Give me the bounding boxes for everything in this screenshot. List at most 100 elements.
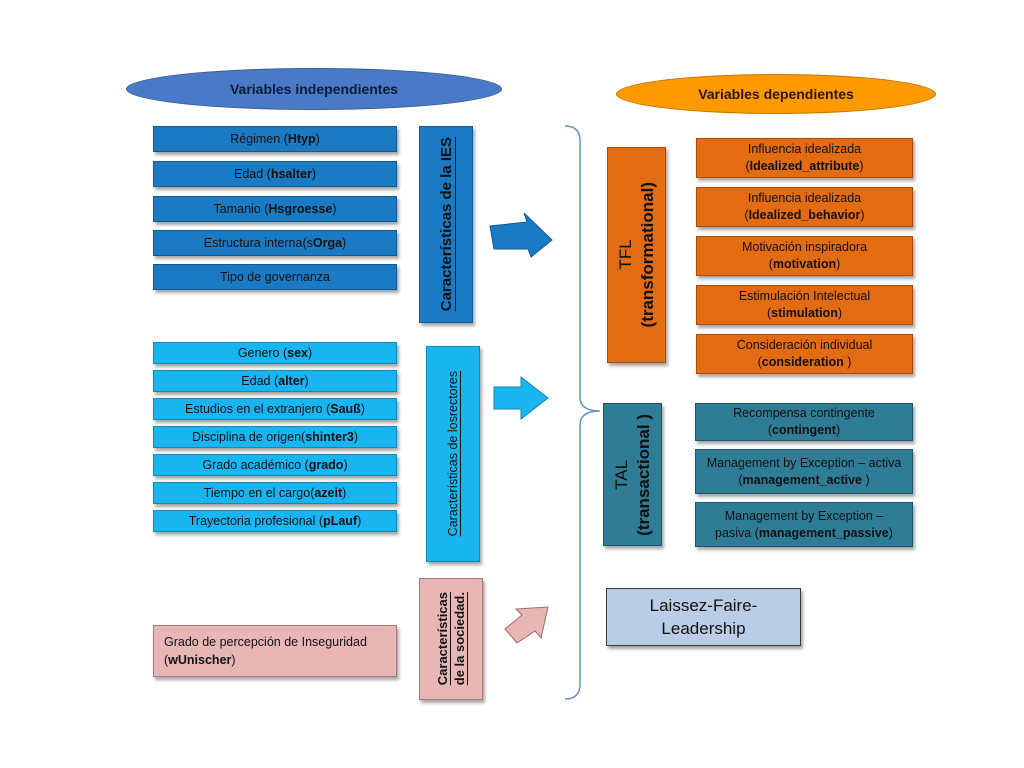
var-text: Tipo de governanza [219,269,331,284]
rector-var-azeit: Tiempo en el cargo(azeit) [153,482,397,504]
var-text: Edad ( [241,373,279,388]
var-text: Régimen ( [230,131,288,146]
tal-label-line1: TAL [611,459,631,490]
var-text: Disciplina de origen( [191,429,306,444]
var-code: motivation [772,257,837,271]
tal-var-contingent: Recompensa contingente (contingent) [695,403,913,441]
var-text: Grado de percepción de Inseguridad [164,635,367,649]
var-code: Idealized_attribute [749,159,860,173]
var-code: Htyp [287,131,316,146]
tfl-group-label: TFL(transformational) [615,182,659,327]
ies-var-sorga: Estructura interna(sOrga) [153,230,397,256]
tfl-label-line1: TFL [615,239,635,271]
var-pre: ( [745,159,750,173]
var-code: stimulation [771,306,838,320]
var-tail: ) [859,159,864,173]
var-code: management_passive [758,525,889,540]
arrow-rectores-icon [493,375,549,421]
var-tail: ) [315,131,320,146]
var-tail: ) [357,513,362,528]
ies-var-hsgroesse: Tamanio (Hsgroesse) [153,196,397,222]
var-code: management_active [742,472,863,487]
var-pre: ( [744,208,749,222]
tfl-var-consideration: Consideración individual(consideration ) [696,334,913,374]
var-pre: ( [766,306,772,320]
arrow-sociedad-icon [504,606,549,644]
dependent-variables-header: Variables dependientes [616,74,936,114]
var-code: Idealized_behavior [748,208,861,222]
ies-var-htyp: Régimen (Htyp) [153,126,397,152]
var-text: Trayectoria profesional ( [188,513,324,528]
var-code: consideration [761,355,844,369]
bracket-icon [564,125,601,700]
var-tail: ) [860,208,865,222]
ies-var-governanza: Tipo de governanza [153,264,397,290]
tal-var-management-passive: Management by Exception – pasiva (managem… [695,502,913,547]
var-pre: ( [738,472,743,487]
rector-var-plauf: Trayectoria profesional (pLauf) [153,510,397,532]
var-code: contingent [772,423,836,437]
var-text: Genero ( [237,345,288,360]
var-tail: ) [360,401,365,416]
var-code: Sauß [330,401,361,416]
rectores-group-box: Características de losrectores [426,346,480,562]
var-line1: Management by Exception – activa [706,455,902,470]
var-code: shinter3 [305,429,354,444]
var-tail: ) [342,485,347,500]
var-text: Tiempo en el cargo( [203,485,315,500]
society-var-wunischer: Grado de percepción de Inseguridad(wUnis… [153,625,397,677]
var-text: Grado académico ( [202,457,309,472]
var-code: hsalter [270,166,312,181]
rector-var-shinter3: Disciplina de origen(shinter3) [153,426,397,448]
var-line1: Influencia idealizada [747,191,862,205]
laissez-line1: Laissez-Faire- [649,596,758,615]
var-line1: Estimulación Intelectual [738,289,871,303]
tal-group-box: TAL(transactional ) [603,403,662,546]
tal-label-line2: (transactional ) [633,413,653,536]
independent-variables-header: Variables independientes [126,68,502,110]
var-tail: ) [843,355,852,369]
var-code: Orga [312,235,343,250]
var-code: grado [308,457,344,472]
var-code: pLauf [323,513,358,528]
dependent-variables-label: Variables dependientes [698,86,854,102]
tal-group-label: TAL(transactional ) [611,414,655,536]
var-pre: pasiva ( [715,525,759,540]
var-tail: ) [837,306,842,320]
var-code: wUnischer [168,653,232,667]
var-text: Estudios en el extranjero ( [185,401,331,416]
var-tail: ) [308,345,313,360]
tfl-var-idealized-behavior: Influencia idealizada (Idealized_behavior… [696,187,913,227]
tfl-var-motivation: Motivación inspiradora(motivation) [696,236,913,276]
laissez-line2: Leadership [661,619,746,638]
var-line1: Recompensa contingente [733,406,875,420]
var-tail: ) [353,429,359,444]
var-pre: ( [767,423,773,437]
var-text: Estructura interna(s [203,235,313,250]
var-tail: ) [311,166,316,181]
var-tail: ) [835,423,841,437]
laissez-faire-box: Laissez-Faire- Leadership [606,588,801,646]
var-tail: ) [332,201,337,216]
var-line1: Influencia idealizada [747,142,862,156]
var-tail: ) [342,235,347,250]
var-code: azeit [314,485,343,500]
ies-var-hsalter: Edad (hsalter) [153,161,397,187]
var-tail: ) [304,373,309,388]
tal-var-management-active: Management by Exception – activa (managem… [695,449,913,494]
var-tail: ) [888,525,893,540]
arrow-ies-icon [489,212,553,258]
rector-var-sex: Genero (sex) [153,342,397,364]
var-tail: ) [343,457,348,472]
var-code: alter [278,373,305,388]
ies-group-box: Características de la IES [419,126,473,323]
var-code: Hsgroesse [268,201,333,216]
var-line1: Consideración individual [736,338,873,352]
var-line1: Management by Exception – [724,508,884,523]
tfl-var-idealized-attribute: Influencia idealizada (Idealized_attribut… [696,138,913,178]
tfl-var-stimulation: Estimulación Intelectual (stimulation) [696,285,913,325]
var-text: Tamanio ( [213,201,269,216]
tfl-group-box: TFL(transformational) [607,147,666,363]
